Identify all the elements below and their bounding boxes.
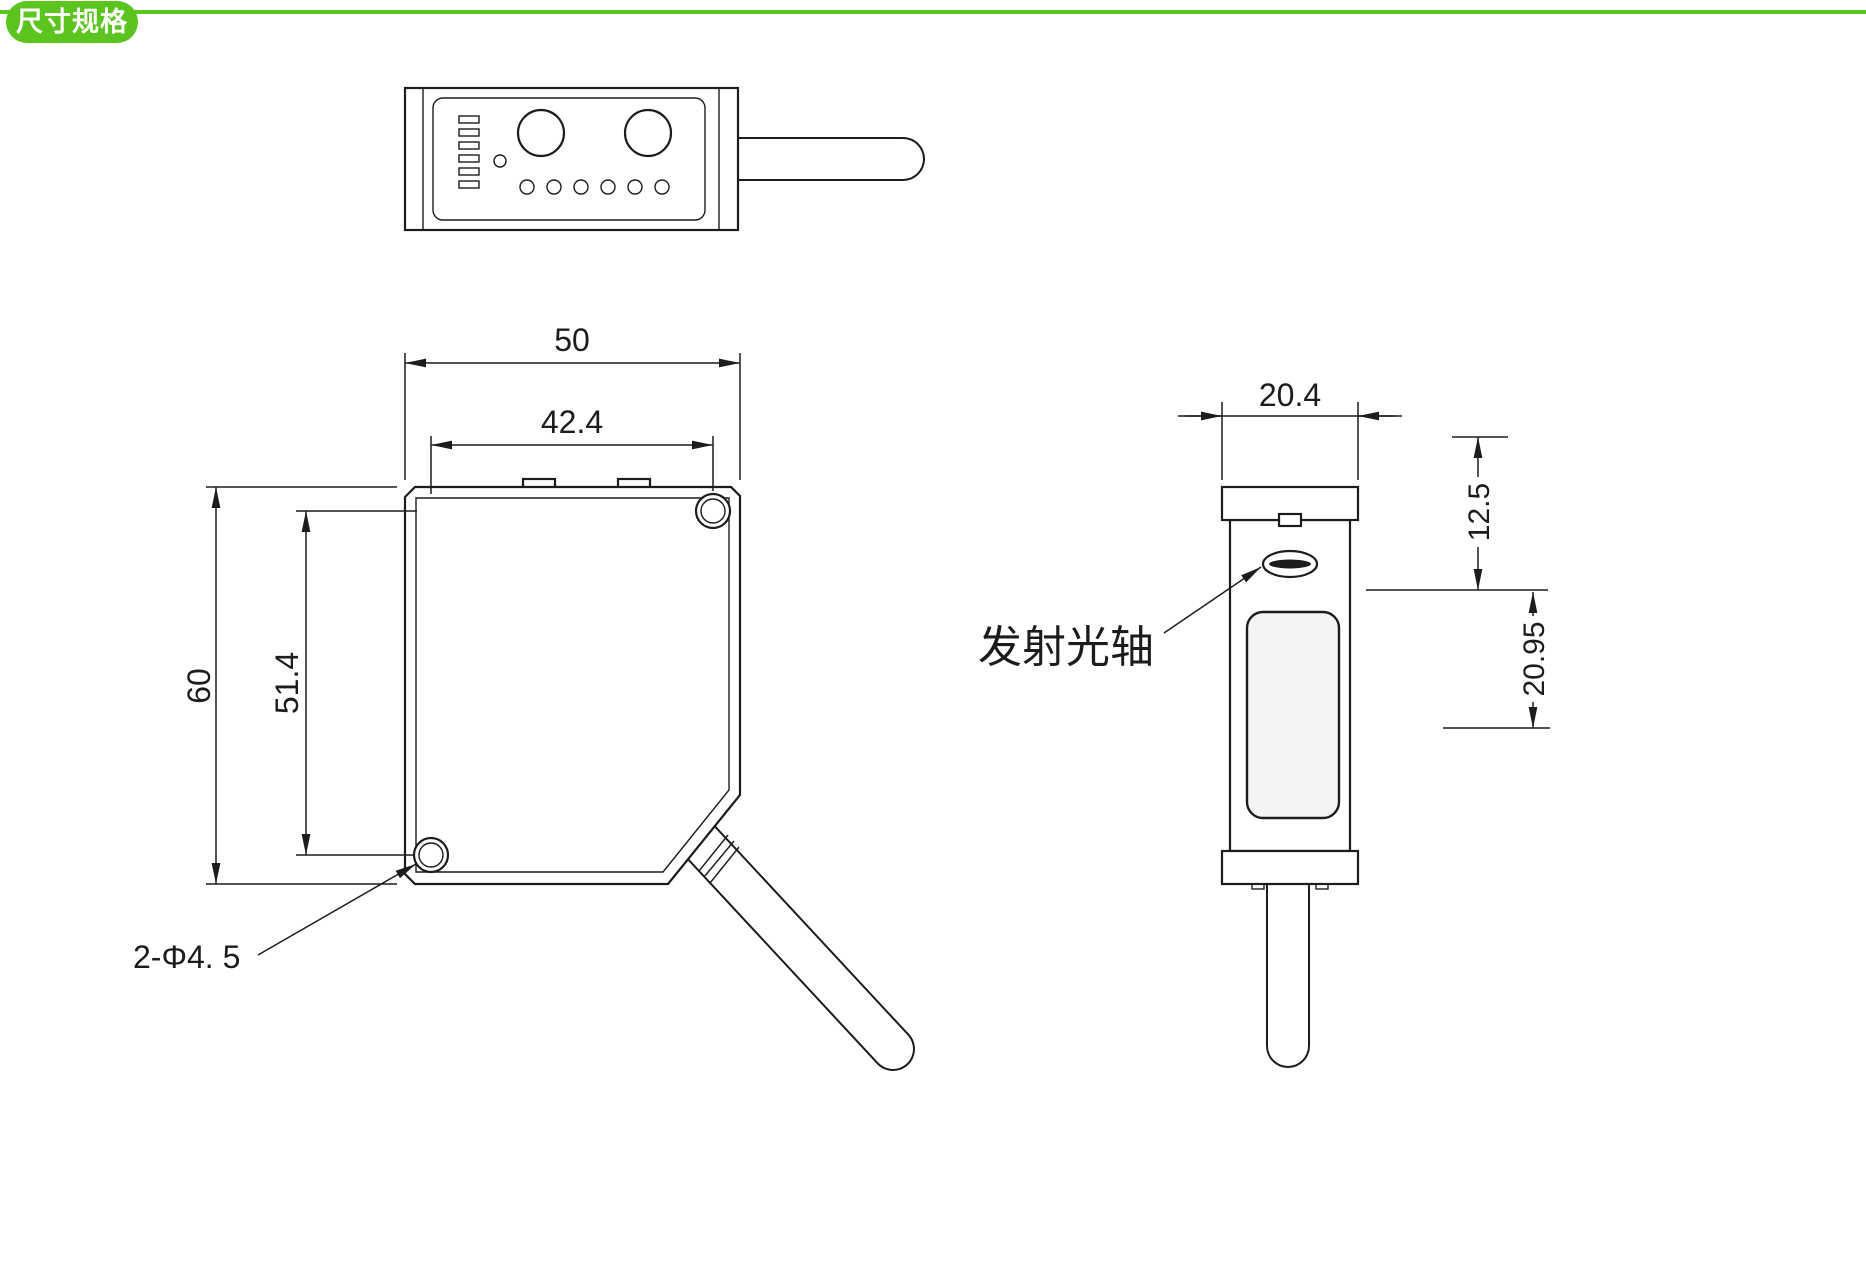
top-view [403, 86, 925, 232]
dim-window-offset-label: 20.95 [1518, 621, 1551, 696]
front-view [403, 477, 915, 1071]
front-view-cable-fill [664, 804, 913, 1069]
side-view [1220, 485, 1360, 1068]
mounting-holes-label: 2-Φ4. 5 [133, 939, 240, 975]
lens-right-circle [623, 108, 673, 158]
front-view-inner-outline [415, 497, 730, 873]
button-indicator-row [519, 179, 670, 195]
dim-body-height-label: 60 [181, 668, 217, 704]
emission-axis-leader-line [1163, 566, 1262, 634]
dim-hole-span-y-label: 51.4 [269, 652, 305, 714]
dim-body-height: 60 [181, 486, 397, 885]
header-band: 尺寸规格 [0, 1, 1866, 43]
dim-hole-span-x-label: 42.4 [541, 404, 603, 440]
emission-axis-callout: 发射光轴 [978, 566, 1262, 672]
dim-window-offset: 20.95 [1443, 592, 1551, 729]
side-view-window [1245, 610, 1341, 820]
status-indicator-circle [493, 154, 507, 168]
cable-gland-lines [698, 834, 740, 884]
page-title: 尺寸规格 [16, 7, 128, 37]
dim-axis-offset-label: 12.5 [1463, 483, 1496, 541]
led-bar-stack [458, 115, 480, 189]
emission-lens-slit [1269, 559, 1311, 569]
dim-body-depth: 20.4 [1178, 377, 1402, 480]
top-view-faceplate [432, 97, 706, 221]
top-view-body [403, 86, 740, 232]
dim-hole-span-x: 42.4 [430, 404, 714, 494]
side-view-bottom-cap [1220, 849, 1360, 886]
dim-axis-offset: 12.5 [1366, 436, 1548, 591]
mounting-holes-leader-line [257, 863, 417, 956]
header-accent-line [0, 10, 1866, 14]
mounting-hole-bottom-left-inner [418, 842, 444, 868]
lens-left-circle [516, 108, 566, 158]
dim-body-width: 50 [404, 322, 741, 480]
mounting-holes-callout: 2-Φ4. 5 [133, 863, 417, 975]
dim-body-width-label: 50 [554, 322, 590, 358]
header-pill [6, 1, 138, 43]
side-view-top-notch [1277, 512, 1303, 528]
front-view-body [403, 485, 742, 886]
emission-axis-label: 发射光轴 [978, 623, 1154, 672]
dim-hole-span-y: 51.4 [269, 510, 417, 856]
dim-body-depth-label: 20.4 [1259, 377, 1321, 413]
mounting-hole-top-right-inner [700, 498, 726, 524]
